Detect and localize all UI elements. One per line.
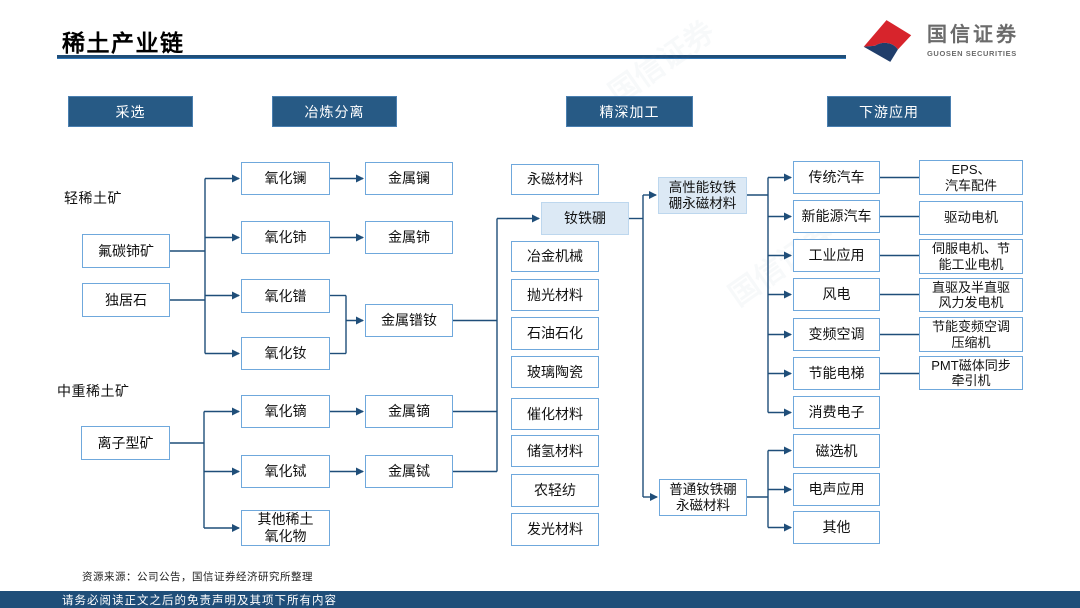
node-wind-power: 风电 <box>793 278 880 311</box>
group-label-light-rare-earth: 轻稀土矿 <box>64 190 122 206</box>
node-catalytic-material: 催化材料 <box>511 398 599 430</box>
logo-name-en: GUOSEN SECURITIES <box>927 49 1017 58</box>
guosen-logo-text: 国信证券 GUOSEN SECURITIES <box>927 24 1019 58</box>
node-dysprosium-metal: 金属镝 <box>365 395 453 428</box>
node-direct-drive-wind-generator: 直驱及半直驱 风力发电机 <box>919 278 1023 312</box>
node-ionic-ore: 离子型矿 <box>81 426 170 460</box>
node-petroleum-petrochemical: 石油石化 <box>511 317 599 350</box>
node-energy-saving-elevator: 节能电梯 <box>793 357 880 390</box>
node-inverter-air-conditioner: 变频空调 <box>793 318 880 351</box>
node-new-energy-vehicle: 新能源汽车 <box>793 200 880 233</box>
node-pr-nd-metal: 金属镨钕 <box>365 304 453 337</box>
page-title: 稀土产业链 <box>62 30 185 56</box>
node-traditional-auto: 传统汽车 <box>793 161 880 194</box>
node-industrial-application: 工业应用 <box>793 239 880 272</box>
node-luminescent-material: 发光材料 <box>511 513 599 546</box>
node-high-performance-ndfeb: 高性能钕铁 硼永磁材料 <box>658 177 747 214</box>
node-lanthanum-oxide: 氧化镧 <box>241 162 330 195</box>
node-glass-ceramics: 玻璃陶瓷 <box>511 356 599 388</box>
node-other-rare-earth-oxides: 其他稀土 氧化物 <box>241 510 330 546</box>
node-ordinary-ndfeb: 普通钕铁硼 永磁材料 <box>659 479 747 516</box>
stage-downstream: 下游应用 <box>827 96 951 127</box>
node-neodymium-oxide: 氧化钕 <box>241 337 330 370</box>
node-dysprosium-oxide: 氧化镝 <box>241 395 330 428</box>
node-drive-motor: 驱动电机 <box>919 201 1023 235</box>
group-label-heavy-rare-earth: 中重稀土矿 <box>57 383 130 399</box>
node-bastnaesite-ore: 氟碳铈矿 <box>82 234 170 268</box>
stage-mining: 采选 <box>68 96 193 127</box>
node-agriculture-light-textile: 农轻纺 <box>511 474 599 507</box>
node-electroacoustic: 电声应用 <box>793 473 880 506</box>
node-praseodymium-oxide: 氧化镨 <box>241 279 330 313</box>
stage-smelting: 冶炼分离 <box>272 96 397 127</box>
node-others: 其他 <box>793 511 880 544</box>
title-underline <box>57 55 846 59</box>
node-eps-auto-parts: EPS、 汽车配件 <box>919 160 1023 195</box>
node-ndfeb: 钕铁硼 <box>541 202 629 235</box>
node-monazite-ore: 独居石 <box>82 283 170 317</box>
node-polishing-material: 抛光材料 <box>511 279 599 311</box>
node-pmt-traction-machine: PMT磁体同步 牵引机 <box>919 356 1023 390</box>
node-terbium-oxide: 氧化铽 <box>241 455 330 488</box>
source-note: 资源来源：公司公告，国信证券经济研究所整理 <box>82 571 313 583</box>
disclaimer-bar: 请务必阅读正文之后的免责声明及其项下所有内容 <box>0 591 1080 608</box>
node-consumer-electronics: 消费电子 <box>793 396 880 429</box>
node-terbium-metal: 金属铽 <box>365 455 453 488</box>
node-lanthanum-metal: 金属镧 <box>365 162 453 195</box>
node-hydrogen-storage-material: 储氢材料 <box>511 435 599 467</box>
node-magnetic-separator: 磁选机 <box>793 434 880 468</box>
stage-processing: 精深加工 <box>566 96 693 127</box>
logo-name-cn: 国信证券 <box>927 24 1019 46</box>
node-cerium-metal: 金属铈 <box>365 221 453 254</box>
node-metallurgy-machinery: 冶金机械 <box>511 241 599 272</box>
node-permanent-magnet-material: 永磁材料 <box>511 164 599 195</box>
node-cerium-oxide: 氧化铈 <box>241 221 330 254</box>
guosen-logo: 国信证券 GUOSEN SECURITIES <box>858 18 1019 64</box>
node-inverter-ac-compressor: 节能变频空调 压缩机 <box>919 317 1023 352</box>
node-servo-industrial-motor: 伺服电机、节 能工业电机 <box>919 239 1023 274</box>
guosen-logo-icon <box>863 20 912 62</box>
